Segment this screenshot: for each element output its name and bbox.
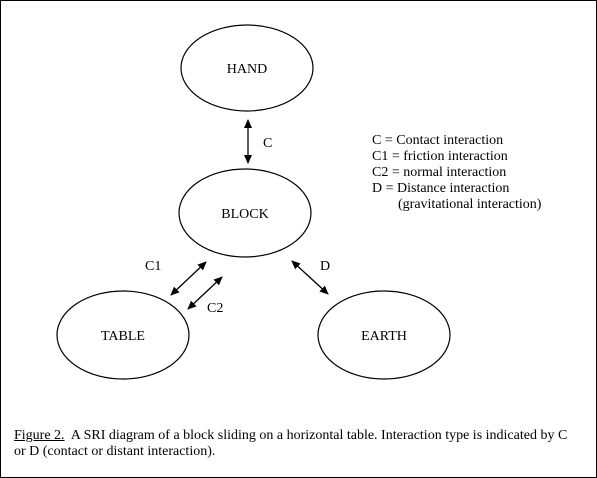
earth-node <box>317 290 451 380</box>
hand-label: HAND <box>227 62 267 77</box>
hand-block-edge-label: C <box>263 136 272 151</box>
legend: C = Contact interaction C1 = friction in… <box>372 133 541 213</box>
block-table-normal-arrow <box>187 276 223 310</box>
block-table-friction-edge-label: C1 <box>145 259 161 274</box>
figure-caption: Figure 2. A SRI diagram of a block slidi… <box>14 428 574 460</box>
legend-item-normal: C2 = normal interaction <box>372 165 507 180</box>
hand-node <box>180 24 314 112</box>
earth-label: EARTH <box>361 329 407 344</box>
legend-item-contact: C = Contact interaction <box>372 133 504 148</box>
figure-label: Figure 2. <box>14 428 65 443</box>
table-label: TABLE <box>101 329 145 344</box>
block-table-normal-edge-label: C2 <box>207 301 223 316</box>
block-table-friction-arrow <box>170 261 207 296</box>
caption-text: A SRI diagram of a block sliding on a ho… <box>14 428 571 459</box>
table-node <box>56 290 190 380</box>
block-label: BLOCK <box>221 207 268 222</box>
block-earth-edge-label: D <box>320 259 330 274</box>
legend-item-gravitational: (gravitational interaction) <box>398 197 542 212</box>
legend-item-distance: D = Distance interaction <box>372 181 510 196</box>
block-earth-arrow <box>291 260 329 295</box>
block-node <box>178 168 312 258</box>
legend-item-friction: C1 = friction interaction <box>372 149 508 164</box>
